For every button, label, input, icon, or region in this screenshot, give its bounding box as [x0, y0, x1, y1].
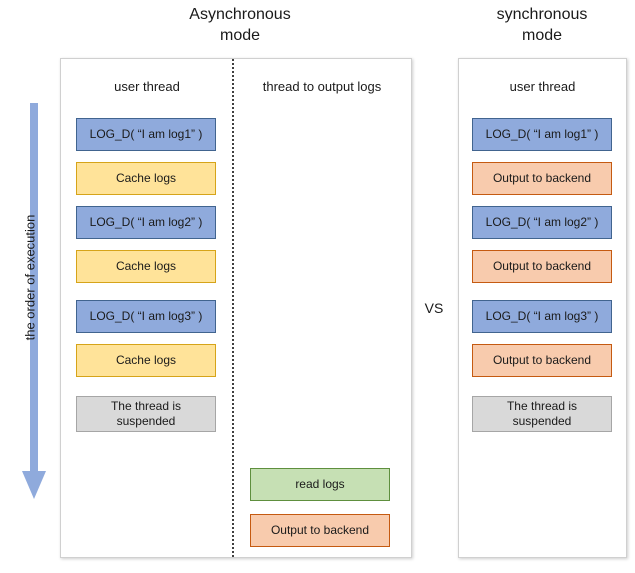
- step-box[interactable]: Output to backend: [472, 250, 612, 283]
- step-box[interactable]: LOG_D( “I am log2” ): [472, 206, 612, 239]
- step-box[interactable]: Cache logs: [76, 344, 216, 377]
- step-box[interactable]: Cache logs: [76, 250, 216, 283]
- async-output-thread-header: thread to output logs: [262, 79, 382, 94]
- step-box[interactable]: Output to backend: [472, 344, 612, 377]
- step-box[interactable]: LOG_D( “I am log1” ): [76, 118, 216, 151]
- step-box[interactable]: The thread is suspended: [76, 396, 216, 432]
- execution-order-label: the order of execution: [22, 214, 38, 341]
- vs-label: VS: [424, 300, 444, 316]
- sync-user-thread-header: user thread: [509, 79, 576, 94]
- step-box[interactable]: read logs: [250, 468, 390, 501]
- down-arrow-icon: [22, 471, 46, 499]
- sync-mode-title: synchronous mode: [496, 6, 588, 44]
- step-box[interactable]: LOG_D( “I am log2” ): [76, 206, 216, 239]
- async-mode-title: Asynchronous mode: [189, 6, 291, 44]
- async-user-thread-header: user thread: [114, 79, 180, 94]
- execution-order-arrow: [22, 103, 46, 503]
- arrow-shaft: [30, 103, 38, 475]
- step-box[interactable]: Cache logs: [76, 162, 216, 195]
- step-box[interactable]: LOG_D( “I am log3” ): [472, 300, 612, 333]
- thread-divider: [232, 59, 234, 557]
- step-box[interactable]: LOG_D( “I am log3” ): [76, 300, 216, 333]
- step-box[interactable]: The thread is suspended: [472, 396, 612, 432]
- step-box[interactable]: LOG_D( “I am log1” ): [472, 118, 612, 151]
- step-box[interactable]: Output to backend: [472, 162, 612, 195]
- step-box[interactable]: Output to backend: [250, 514, 390, 547]
